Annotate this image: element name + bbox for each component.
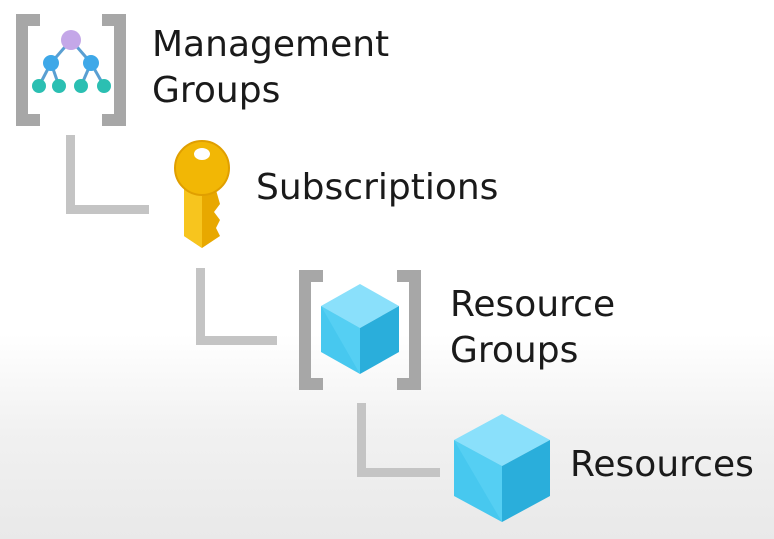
connector-1 — [66, 135, 149, 214]
resource-groups-label: Resource Groups — [450, 284, 616, 371]
resources-label: Resources — [570, 444, 754, 485]
bracket-left — [299, 270, 323, 390]
subscriptions-label: Subscriptions — [256, 167, 499, 208]
connector-3 — [357, 403, 440, 477]
bracket-left — [16, 14, 40, 126]
bracket-right — [397, 270, 421, 390]
management-groups-icon — [16, 14, 126, 126]
connector-2 — [196, 268, 277, 345]
cube-icon — [454, 414, 550, 522]
resource-group-icon — [299, 270, 421, 390]
bracket-right — [102, 14, 126, 126]
management-groups-label: Management Groups — [152, 24, 390, 111]
key-icon — [174, 140, 230, 248]
